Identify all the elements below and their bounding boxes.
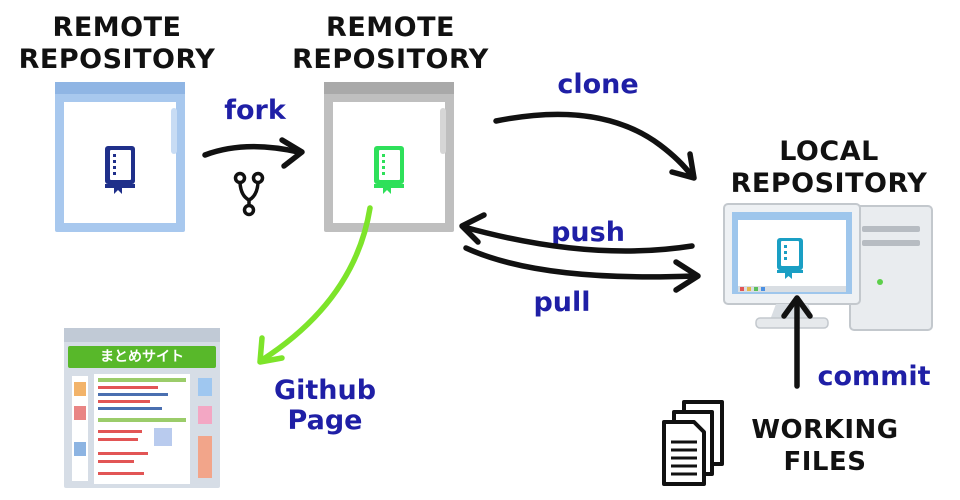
local-repository-label: LOCAL REPOSITORY (716, 136, 942, 200)
github-page-label-line2: Page (287, 405, 363, 436)
pull-arrow (463, 245, 697, 280)
window-scrollbar (171, 108, 177, 154)
local-label-line2: REPOSITORY (730, 168, 928, 199)
desktop-computer-icon[interactable] (720, 200, 940, 335)
document-stack-icon (662, 400, 724, 486)
working-files-label: WORKING FILES (730, 414, 920, 478)
push-arrow (461, 224, 695, 254)
repository-book-icon (374, 146, 404, 194)
remote-repository-center-window[interactable] (324, 82, 454, 232)
remote-center-label-line2: REPOSITORY (292, 44, 489, 75)
site-title: まとめサイト (100, 349, 184, 365)
site-left-sidebar (72, 376, 88, 481)
remote-center-label-line1: REMOTE (326, 12, 455, 43)
repository-book-icon (105, 146, 135, 194)
local-label-line1: LOCAL (779, 136, 879, 167)
fork-branch-icon (233, 171, 265, 217)
github-page-arrow-head (257, 335, 285, 365)
commit-arrow-head (781, 295, 813, 319)
clone-label: clone (557, 69, 639, 100)
remote-repository-left-label: REMOTE REPOSITORY (12, 12, 222, 76)
site-toolbar (64, 328, 220, 342)
github-page-arrow (259, 205, 373, 363)
github-page-label-line1: Github (273, 375, 377, 406)
working-label-line1: WORKING (751, 415, 899, 445)
remote-left-label-line2: REPOSITORY (18, 44, 216, 75)
pull-arrow-head (673, 259, 701, 293)
repository-book-icon (777, 238, 803, 279)
remote-repository-center-label: REMOTE REPOSITORY (283, 12, 498, 76)
fork-arrow (202, 143, 301, 158)
push-label: push (551, 217, 625, 248)
clone-arrow (493, 111, 695, 179)
github-page-site-window[interactable]: まとめサイト (64, 328, 220, 488)
remote-repository-left-window[interactable] (55, 82, 185, 232)
window-title-bar (55, 82, 185, 94)
site-right-sidebar (196, 376, 214, 481)
remote-left-label-line1: REMOTE (52, 12, 182, 43)
github-page-label: Github Page (262, 376, 388, 436)
window-scrollbar (440, 108, 446, 154)
site-content (94, 374, 190, 484)
fork-label: fork (224, 95, 286, 126)
pull-label: pull (533, 287, 591, 318)
commit-label: commit (817, 361, 931, 392)
fork-arrow-head (279, 137, 305, 169)
push-arrow-head (459, 212, 487, 245)
window-title-bar (324, 82, 454, 94)
working-label-line2: FILES (783, 447, 867, 477)
clone-arrow-head (669, 151, 697, 181)
site-banner: まとめサイト (68, 346, 216, 368)
